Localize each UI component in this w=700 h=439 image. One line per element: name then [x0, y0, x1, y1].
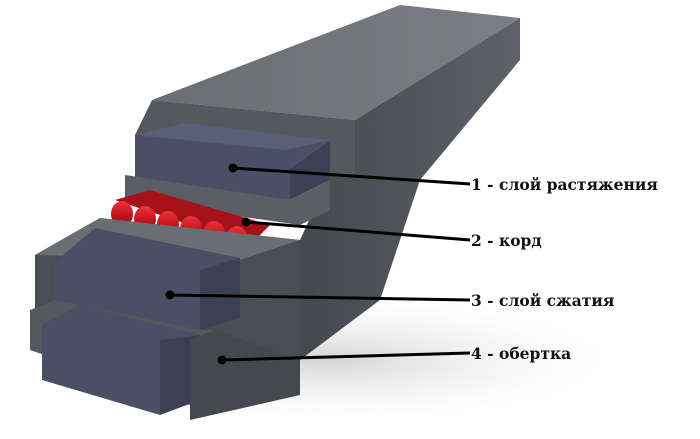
label-cord: 2 - корд	[471, 231, 542, 250]
middle-ledge	[125, 175, 330, 225]
label-tension-layer: 1 - слой растяжения	[471, 175, 658, 194]
compression-layer-side	[200, 258, 240, 330]
leader-dot-3	[165, 290, 175, 300]
leader-line-1	[232, 166, 471, 186]
leader-line-2	[245, 220, 471, 242]
wrapper-lip	[190, 330, 300, 420]
leader-dot-2	[241, 217, 251, 227]
tension-layer-top	[135, 123, 330, 150]
leader-line-4	[221, 351, 471, 362]
leader-lines	[165, 163, 471, 365]
belt-side-face	[300, 18, 520, 360]
label-wrapper: 4 - обертка	[471, 344, 572, 363]
leader-dot-4	[217, 355, 227, 365]
bottom-layer-block	[42, 305, 200, 415]
leader-dot-1	[228, 163, 238, 173]
label-compression-layer: 3 - слой сжатия	[471, 291, 615, 310]
compression-layer-block	[55, 228, 240, 330]
belt-top-face	[152, 5, 520, 120]
leader-line-3	[169, 293, 471, 302]
